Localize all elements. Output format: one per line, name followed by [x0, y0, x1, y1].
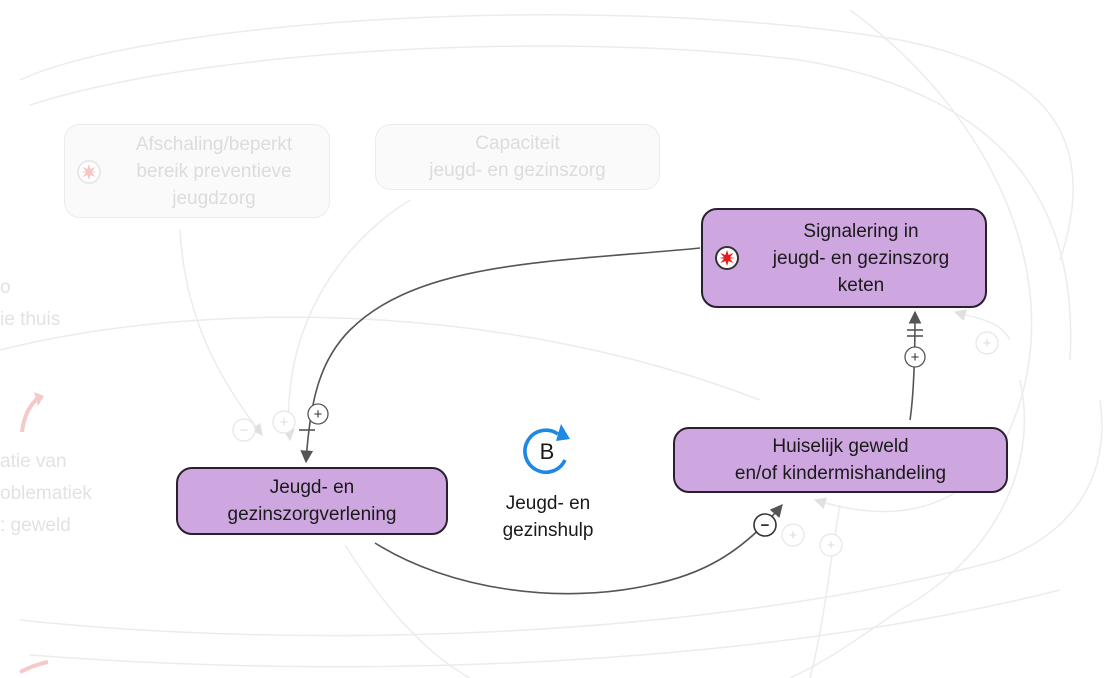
background-link [179, 229, 263, 436]
background-polarity-signs: − + + + + [240, 335, 992, 554]
background-link [19, 399, 1103, 637]
faded-loop-icon [20, 396, 40, 433]
faded-polarity-marker [781, 523, 805, 547]
faded-polarity-sign: + [827, 537, 836, 554]
faded-variable-fragment: o ie thuis [0, 277, 61, 330]
faded-loop-arrowhead-icon [34, 392, 44, 406]
node-label: Jeugd- en gezinszorgverlening [227, 477, 397, 525]
background-polarity-markers [232, 331, 999, 557]
faded-polarity-marker [819, 533, 843, 557]
loop-letter: B [539, 439, 555, 464]
node-label: Capaciteit jeugd- en gezinszorg [429, 133, 606, 181]
polarity-sign: + [314, 406, 323, 423]
background-link [789, 379, 1026, 678]
polarity-minus-jeugdzorg-huiselijk[interactable]: − [753, 513, 777, 537]
background-link [344, 544, 471, 678]
faded-polarity-marker [232, 418, 256, 442]
node-jeugdzorgverlening[interactable]: Jeugd- en gezinszorgverlening [176, 467, 448, 535]
background-link [29, 589, 1061, 668]
link-jeugdzorg-to-huiselijk[interactable] [374, 504, 783, 595]
polarity-sign: − [761, 517, 770, 534]
background-link [813, 9, 1033, 513]
faded-polarity-sign: + [280, 414, 289, 431]
faded-polarity-marker [272, 410, 296, 434]
background-link [809, 504, 841, 678]
faded-polarity-sign: − [240, 422, 249, 439]
polarity-plus-huiselijk-signalering[interactable]: + [904, 346, 926, 368]
faded-variable-fragment: atie van oblematiek : geweld [0, 451, 92, 536]
node-label: Signalering in jeugd- en gezinszorg kete… [772, 220, 950, 296]
node-signalering[interactable]: Signalering in jeugd- en gezinszorg kete… [701, 208, 987, 308]
background-link [282, 199, 411, 442]
background-link [19, 14, 1074, 261]
faded-polarity-sign: + [789, 527, 798, 544]
background-link [29, 45, 1072, 361]
node-capaciteit[interactable]: Capaciteit jeugd- en gezinszorg [375, 124, 660, 190]
node-label: Huiselijk geweld en/of kindermishandelin… [734, 436, 947, 484]
polarity-plus-signalering-jeugdzorg[interactable]: + [307, 403, 329, 425]
loop-name: Jeugd- en gezinshulp [502, 493, 594, 541]
node-label: Afschaling/beperkt bereik preventieve je… [135, 133, 293, 209]
faded-polarity-marker [975, 331, 999, 355]
signal-burst-icon [715, 246, 739, 270]
background-link [0, 316, 761, 401]
background-link [953, 309, 1011, 341]
background-links [0, 9, 1103, 678]
signal-burst-icon [77, 160, 101, 184]
faded-polarity-sign: + [983, 335, 992, 352]
loop-clockwise-icon [523, 424, 570, 474]
polarity-sign: + [911, 349, 920, 366]
node-huiselijk-geweld[interactable]: Huiselijk geweld en/of kindermishandelin… [673, 427, 1008, 493]
node-afschaling[interactable]: Afschaling/beperkt bereik preventieve je… [64, 124, 330, 218]
faded-loop-icon [19, 660, 49, 674]
link-signalering-to-jeugdzorg[interactable] [300, 247, 701, 464]
